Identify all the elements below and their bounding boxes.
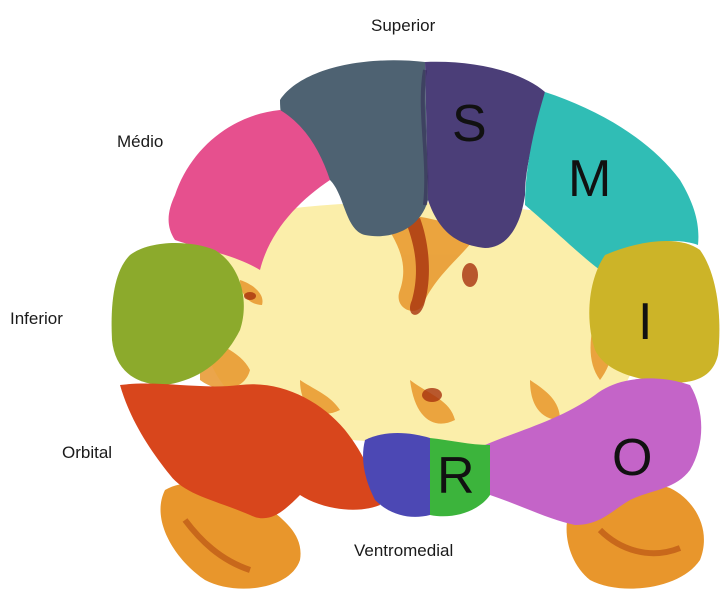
region-letter-m: M — [568, 153, 611, 205]
region-letter-r: R — [437, 450, 475, 502]
label-medio: Médio — [117, 132, 163, 152]
region-letter-i: I — [638, 296, 652, 348]
region-letter-s: S — [452, 98, 487, 150]
label-orbital: Orbital — [62, 443, 112, 463]
region-letter-o: O — [612, 432, 652, 484]
label-superior: Superior — [371, 16, 435, 36]
label-inferior: Inferior — [10, 309, 63, 329]
label-ventromedial: Ventromedial — [354, 541, 453, 561]
